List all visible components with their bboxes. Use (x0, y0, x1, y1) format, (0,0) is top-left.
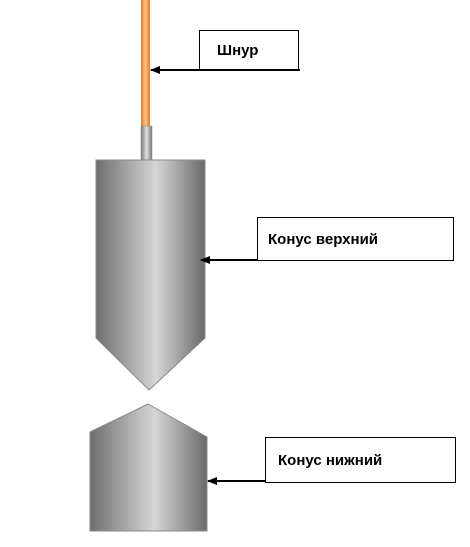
upper-cone (95, 159, 206, 391)
cord (141, 0, 150, 128)
lower-cone (89, 403, 208, 532)
cord-label: Шнур (199, 30, 299, 70)
cord-connector (140, 125, 153, 161)
upper-cone-label: Конус верхний (257, 217, 454, 261)
lower-cone-label: Конус нижний (265, 437, 456, 483)
